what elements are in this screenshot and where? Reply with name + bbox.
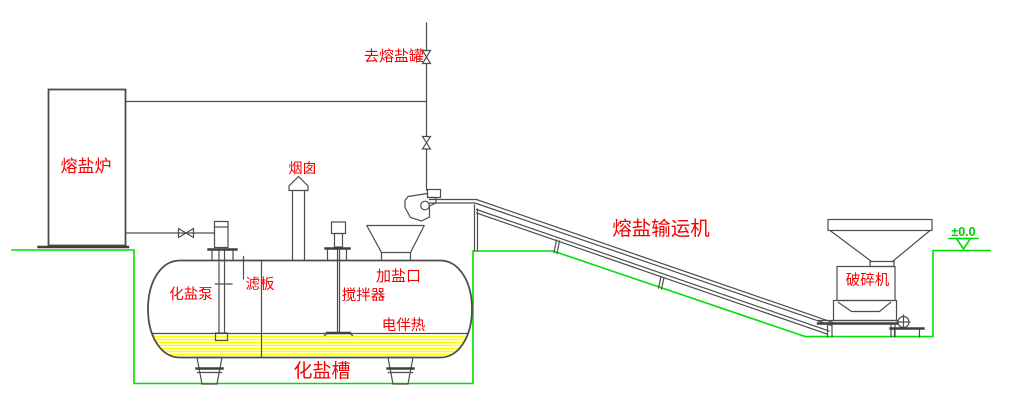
- valve-icon: [421, 49, 432, 65]
- heat-trace-label: 电伴热: [382, 317, 426, 334]
- crusher-label: 破碎机: [846, 272, 890, 289]
- filter-plate-label: 滤板: [246, 275, 275, 293]
- chimney-cap: [288, 175, 309, 192]
- piping: [124, 22, 432, 239]
- conveyor-belt-top: [428, 198, 834, 324]
- crusher: [816, 218, 933, 338]
- valve-icon: [177, 227, 195, 239]
- elevation-marker: ±0.0: [948, 225, 979, 251]
- chimney-label: 烟囱: [289, 160, 317, 176]
- conveyor-head-support: [473, 204, 479, 252]
- crusher-trough: [837, 301, 892, 313]
- crusher-neck: [869, 260, 895, 268]
- conveyor-belt-bottom: [475, 208, 830, 332]
- ground-pit-outline: [11, 249, 991, 385]
- conveyor-head-housing: [404, 192, 437, 222]
- agitator: [323, 221, 354, 337]
- agitator-impeller: [323, 331, 354, 337]
- conveyor: [404, 188, 834, 335]
- crusher-motor: [896, 314, 911, 330]
- elevation-arrow-icon: [955, 237, 972, 251]
- furnace-body: [47, 88, 127, 247]
- valve-icon: [421, 135, 432, 150]
- furnace-label: 熔盐炉: [61, 157, 112, 176]
- salt-pump: [207, 220, 238, 342]
- conveyor-head-pulley-icon: [420, 200, 430, 211]
- salt-inlet-label: 加盐口: [376, 268, 421, 285]
- chimney: [288, 175, 309, 262]
- tank-shell: [147, 259, 473, 359]
- pump-foot-valve: [214, 332, 229, 342]
- tank-liquid: [148, 332, 472, 356]
- agitator-label: 搅拌器: [342, 287, 386, 304]
- crusher-lower-housing: [832, 299, 898, 322]
- salt-inlet-hopper: [366, 224, 425, 262]
- crusher-hopper-rim: [827, 218, 933, 232]
- elevation-label: ±0.0: [951, 225, 975, 239]
- furnace: [37, 88, 130, 249]
- agitator-motor: [330, 221, 347, 235]
- conveyor-strut: [657, 275, 665, 290]
- pump-motor: [213, 220, 229, 249]
- tank-leg: [195, 356, 224, 385]
- conveyor-head-box: [426, 188, 442, 199]
- salt-tank-label: 化盐槽: [293, 360, 350, 382]
- salt-dissolving-tank: [147, 255, 473, 385]
- to-melt-tank-label: 去熔盐罐: [364, 48, 424, 65]
- conveyor-strut: [553, 239, 561, 255]
- crusher-motor-stand: [889, 327, 925, 338]
- salt-pump-label: 化盐泵: [169, 286, 213, 303]
- conveyor-label: 熔盐输运机: [612, 218, 710, 240]
- tank-leg: [386, 356, 415, 385]
- crusher-leg: [826, 323, 896, 338]
- crusher-funnel: [829, 229, 931, 263]
